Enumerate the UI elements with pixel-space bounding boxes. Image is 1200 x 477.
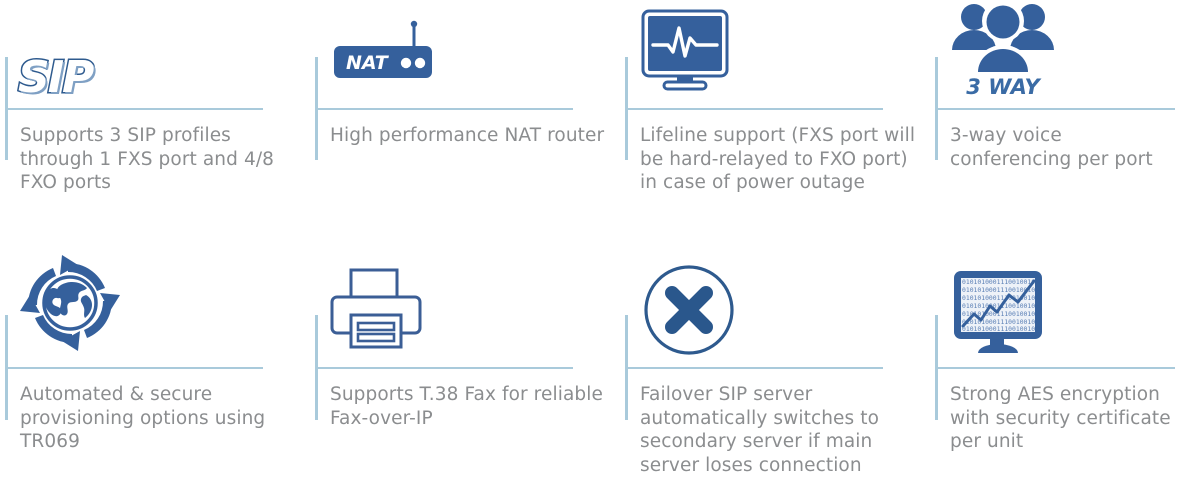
- globe-refresh-icon: [16, 249, 124, 355]
- feature-card-nat: NAT High performance NAT router: [310, 0, 620, 235]
- feature-caption: High performance NAT router: [330, 125, 605, 146]
- horizontal-rule: [935, 367, 1175, 369]
- sip-logo-icon: SIP: [16, 0, 95, 103]
- feature-caption: Strong AES encryption with security cert…: [950, 384, 1171, 452]
- svg-text:0101010001110010010101101: 0101010001110010010101101: [962, 318, 1046, 326]
- horizontal-rule: [315, 108, 573, 110]
- horizontal-rule: [5, 108, 263, 110]
- monitor-binary-chart-icon: 0101010001110010010101101 01010100011100…: [952, 255, 1046, 355]
- feature-caption: 3-way voice conferencing per port: [950, 125, 1153, 170]
- circle-x-glyph: [644, 265, 734, 355]
- monitor-pulse-icon: [640, 0, 730, 92]
- feature-caption: Failover SIP server automatically switch…: [640, 384, 880, 476]
- monitor-binary-chart-glyph: 0101010001110010010101101 01010100011100…: [954, 271, 1046, 353]
- nat-router-glyph: NAT: [334, 20, 432, 78]
- nat-router-icon: NAT: [330, 0, 438, 86]
- feature-card-provisioning: Automated & secure provisioning options …: [0, 235, 310, 469]
- three-way-text: 3 WAY: [966, 75, 1040, 99]
- svg-text:0101010001110010010101101: 0101010001110010010101101: [962, 302, 1046, 310]
- svg-text:NAT: NAT: [346, 52, 390, 74]
- circle-x-icon: [642, 253, 736, 357]
- printer-fax-glyph: [330, 268, 422, 349]
- svg-text:0101010001110010010101101: 0101010001110010010101101: [962, 294, 1046, 302]
- three-users-icon: 3 WAY: [948, 0, 1058, 98]
- horizontal-rule: [935, 108, 1175, 110]
- horizontal-rule: [5, 367, 263, 369]
- horizontal-rule: [625, 367, 883, 369]
- monitor-pulse-glyph: [641, 9, 729, 91]
- feature-caption: Automated & secure provisioning options …: [20, 384, 266, 452]
- svg-text:0101010001110010010101101: 0101010001110010010101101: [962, 325, 1046, 333]
- feature-caption: Lifeline support (FXS port will be hard-…: [640, 125, 916, 193]
- feature-caption: Supports 3 SIP profiles through 1 FXS po…: [20, 125, 275, 193]
- svg-text:0101010001110010010101101: 0101010001110010010101101: [962, 286, 1046, 294]
- feature-card-failover: Failover SIP server automatically switch…: [620, 235, 930, 476]
- horizontal-rule: [625, 108, 883, 110]
- sip-logo-text: SIP: [16, 52, 95, 103]
- three-users-glyph: [952, 0, 1054, 72]
- feature-card-aes: 0101010001110010010101101 01010100011100…: [930, 235, 1200, 469]
- printer-fax-icon: [330, 255, 422, 355]
- feature-card-three-way: 3 WAY 3-way voice conferencing per port: [930, 0, 1200, 235]
- feature-card-sip: SIP Supports 3 SIP profiles through 1 FX…: [0, 0, 310, 235]
- svg-text:0101010001110010010101101: 0101010001110010010101101: [962, 310, 1046, 318]
- feature-caption: Supports T.38 Fax for reliable Fax-over-…: [330, 384, 603, 429]
- svg-text:0101010001110010010101101: 0101010001110010010101101: [962, 278, 1046, 286]
- feature-card-lifeline: Lifeline support (FXS port will be hard-…: [620, 0, 930, 235]
- globe-refresh-glyph: [20, 255, 120, 351]
- horizontal-rule: [315, 367, 573, 369]
- feature-card-fax: Supports T.38 Fax for reliable Fax-over-…: [310, 235, 620, 469]
